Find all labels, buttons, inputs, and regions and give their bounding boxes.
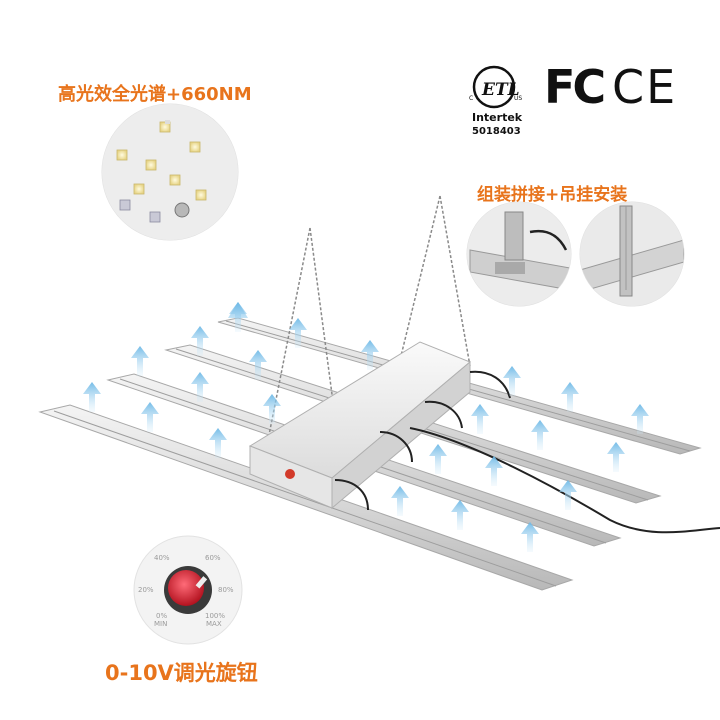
dimmer-feature-label: 0-10V调光旋钮: [105, 661, 258, 685]
airflow-arrows: [83, 302, 649, 552]
ce-logo: CE: [612, 60, 678, 114]
intertek-text: Intertek: [472, 111, 523, 124]
dimmer-knob-inset: [133, 535, 243, 645]
etl-mark: [472, 65, 516, 109]
driver-box: [248, 341, 471, 510]
connector-cables: [334, 370, 720, 534]
power-indicator: [285, 469, 295, 479]
dimmer-knob: [168, 570, 204, 606]
led-closeup-inset: [101, 103, 239, 241]
assembly-closeup-1: [466, 201, 572, 307]
spectrum-feature-label: 高光效全光谱+660NM: [58, 84, 252, 105]
assembly-closeup-2: [579, 201, 685, 307]
intertek-code: 5018403: [472, 126, 521, 137]
fcc-logo: FC: [544, 60, 606, 114]
assembly-feature-label: 组装拼接+吊挂安装: [477, 185, 628, 205]
